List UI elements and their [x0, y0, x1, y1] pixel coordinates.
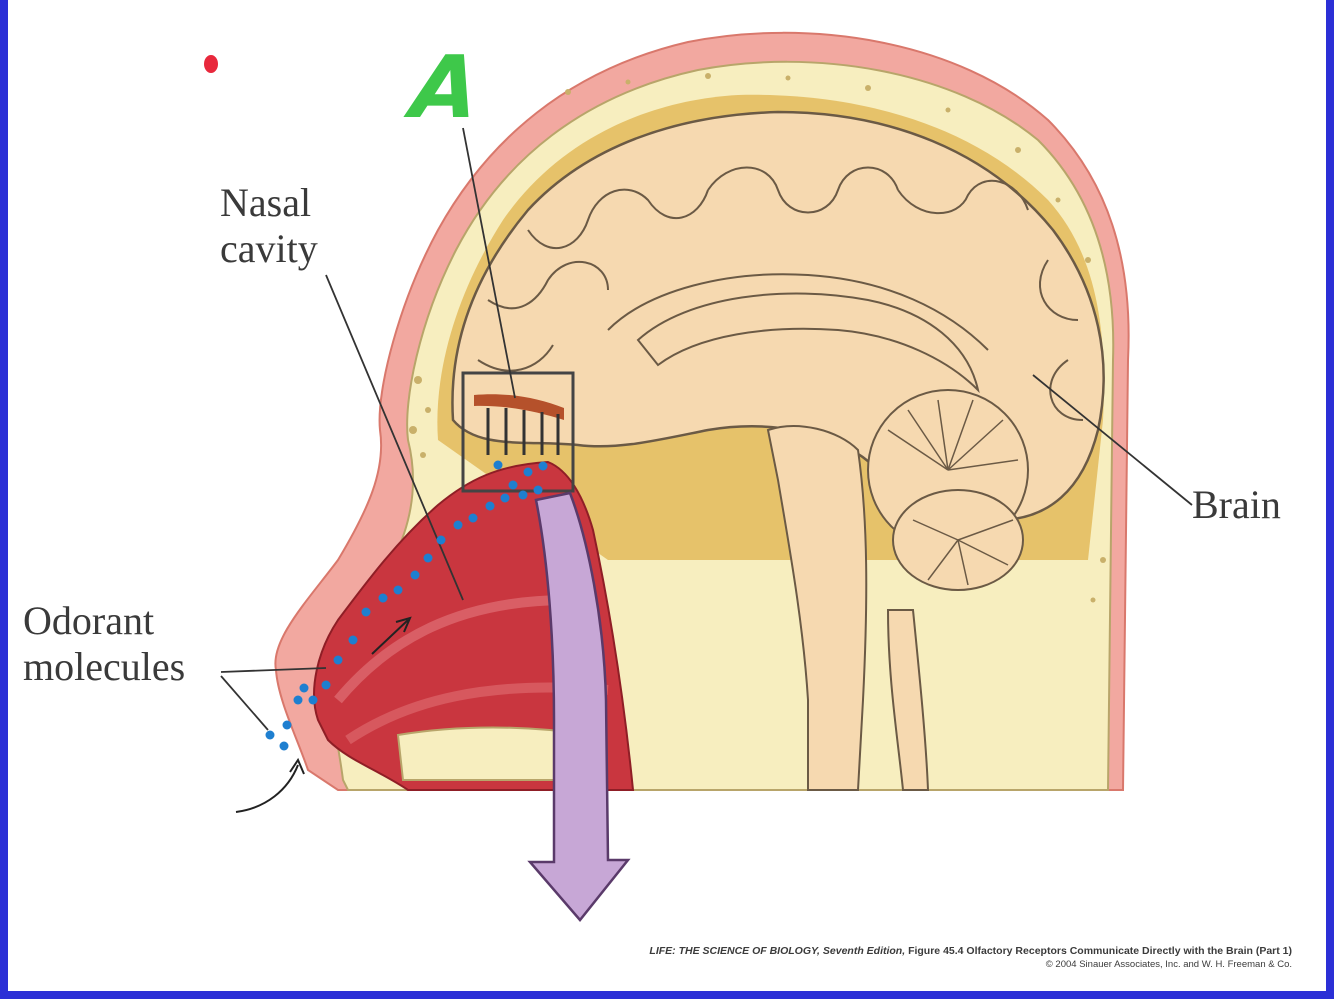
skull-texture: [409, 73, 1106, 603]
airflow-arrows: [235, 616, 412, 813]
figure-caption: LIFE: THE SCIENCE OF BIOLOGY, Seventh Ed…: [649, 944, 1292, 971]
odorant-label-line2: molecules: [23, 644, 186, 689]
caption-copyright: © 2004 Sinauer Associates, Inc. and W. H…: [1045, 959, 1292, 970]
caption-figure-title: Figure 45.4 Olfactory Receptors Communic…: [908, 945, 1292, 957]
spinal-cord: [886, 609, 930, 791]
caption-line1: LIFE: THE SCIENCE OF BIOLOGY, Seventh Ed…: [649, 944, 1292, 958]
nasal-cavity-label: Nasal cavity: [220, 180, 318, 272]
nasal-label-line2: cavity: [220, 226, 318, 271]
odorant-molecules-label: Odorant molecules: [23, 598, 185, 690]
odorant-label-line1: Odorant: [23, 598, 155, 643]
cerebellum: [867, 389, 1029, 591]
slide-canvas: A Nasal cavity Odorant molecules Brain L…: [8, 0, 1326, 991]
corpus-callosum: [636, 292, 980, 394]
nasal-label-line1: Nasal: [220, 180, 312, 225]
magnify-arrow: [527, 491, 631, 922]
caption-book-title: LIFE: THE SCIENCE OF BIOLOGY, Seventh Ed…: [649, 945, 906, 957]
olfactory-nerves: [486, 408, 560, 455]
red-ink-dot: [204, 55, 218, 73]
head-cross-section-diagram: [204, 31, 1193, 922]
olfactory-region-box: [461, 371, 575, 493]
brain-label: Brain: [1192, 482, 1281, 527]
turbinate-highlight: [334, 595, 569, 704]
odorant-molecules: [265, 460, 548, 751]
handwritten-a-annotation: A: [406, 38, 484, 138]
label-leader-lines: [220, 127, 1193, 731]
brain-gyri: [477, 166, 1084, 421]
brainstem: [766, 425, 868, 791]
